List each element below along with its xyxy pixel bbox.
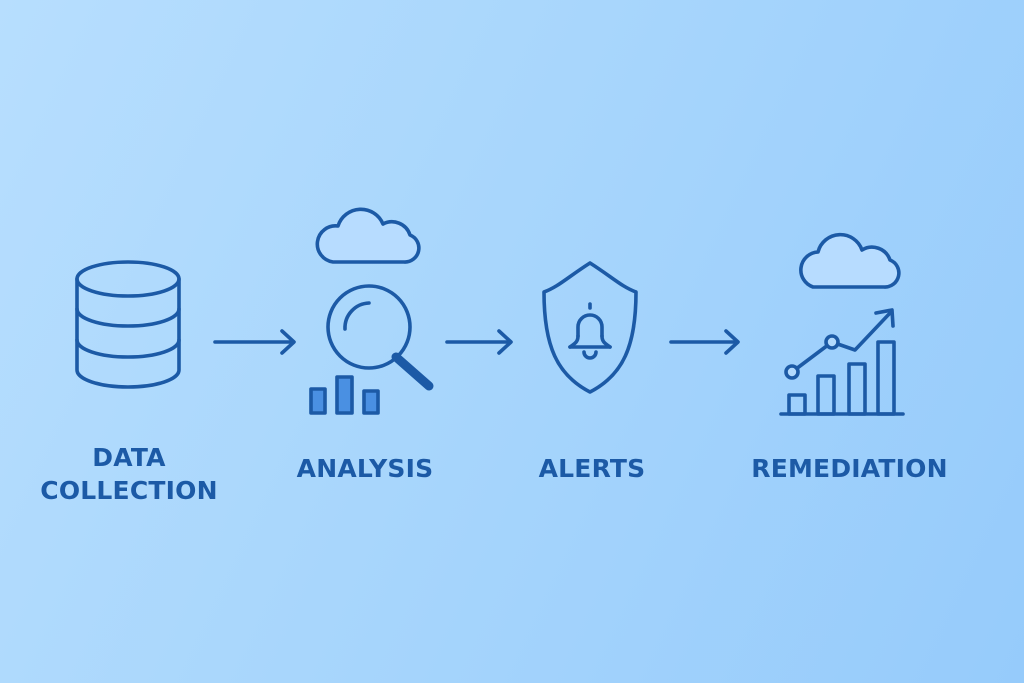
arrow-right-icon: [669, 329, 740, 355]
arrow-right-icon: [213, 329, 296, 355]
stage-label-alerts: ALERTS: [538, 454, 646, 483]
stage-label-remediation: REMEDIATION: [751, 454, 948, 483]
cloud-icon: [315, 207, 421, 264]
cloud-icon: [799, 232, 901, 289]
bar-chart-icon: [309, 375, 380, 415]
stage-label-analysis: ANALYSIS: [296, 454, 434, 483]
stage-label-data-collection: DATA COLLECTION: [24, 441, 234, 507]
database-icon: [75, 260, 181, 389]
bell-icon: [568, 302, 612, 360]
magnifier-icon: [326, 284, 434, 391]
arrow-right-icon: [445, 329, 513, 355]
stage-label-line: DATA: [92, 443, 166, 472]
growth-chart-icon: [779, 308, 905, 416]
shield-icon: [542, 261, 638, 394]
stage-label-line: COLLECTION: [40, 476, 218, 505]
